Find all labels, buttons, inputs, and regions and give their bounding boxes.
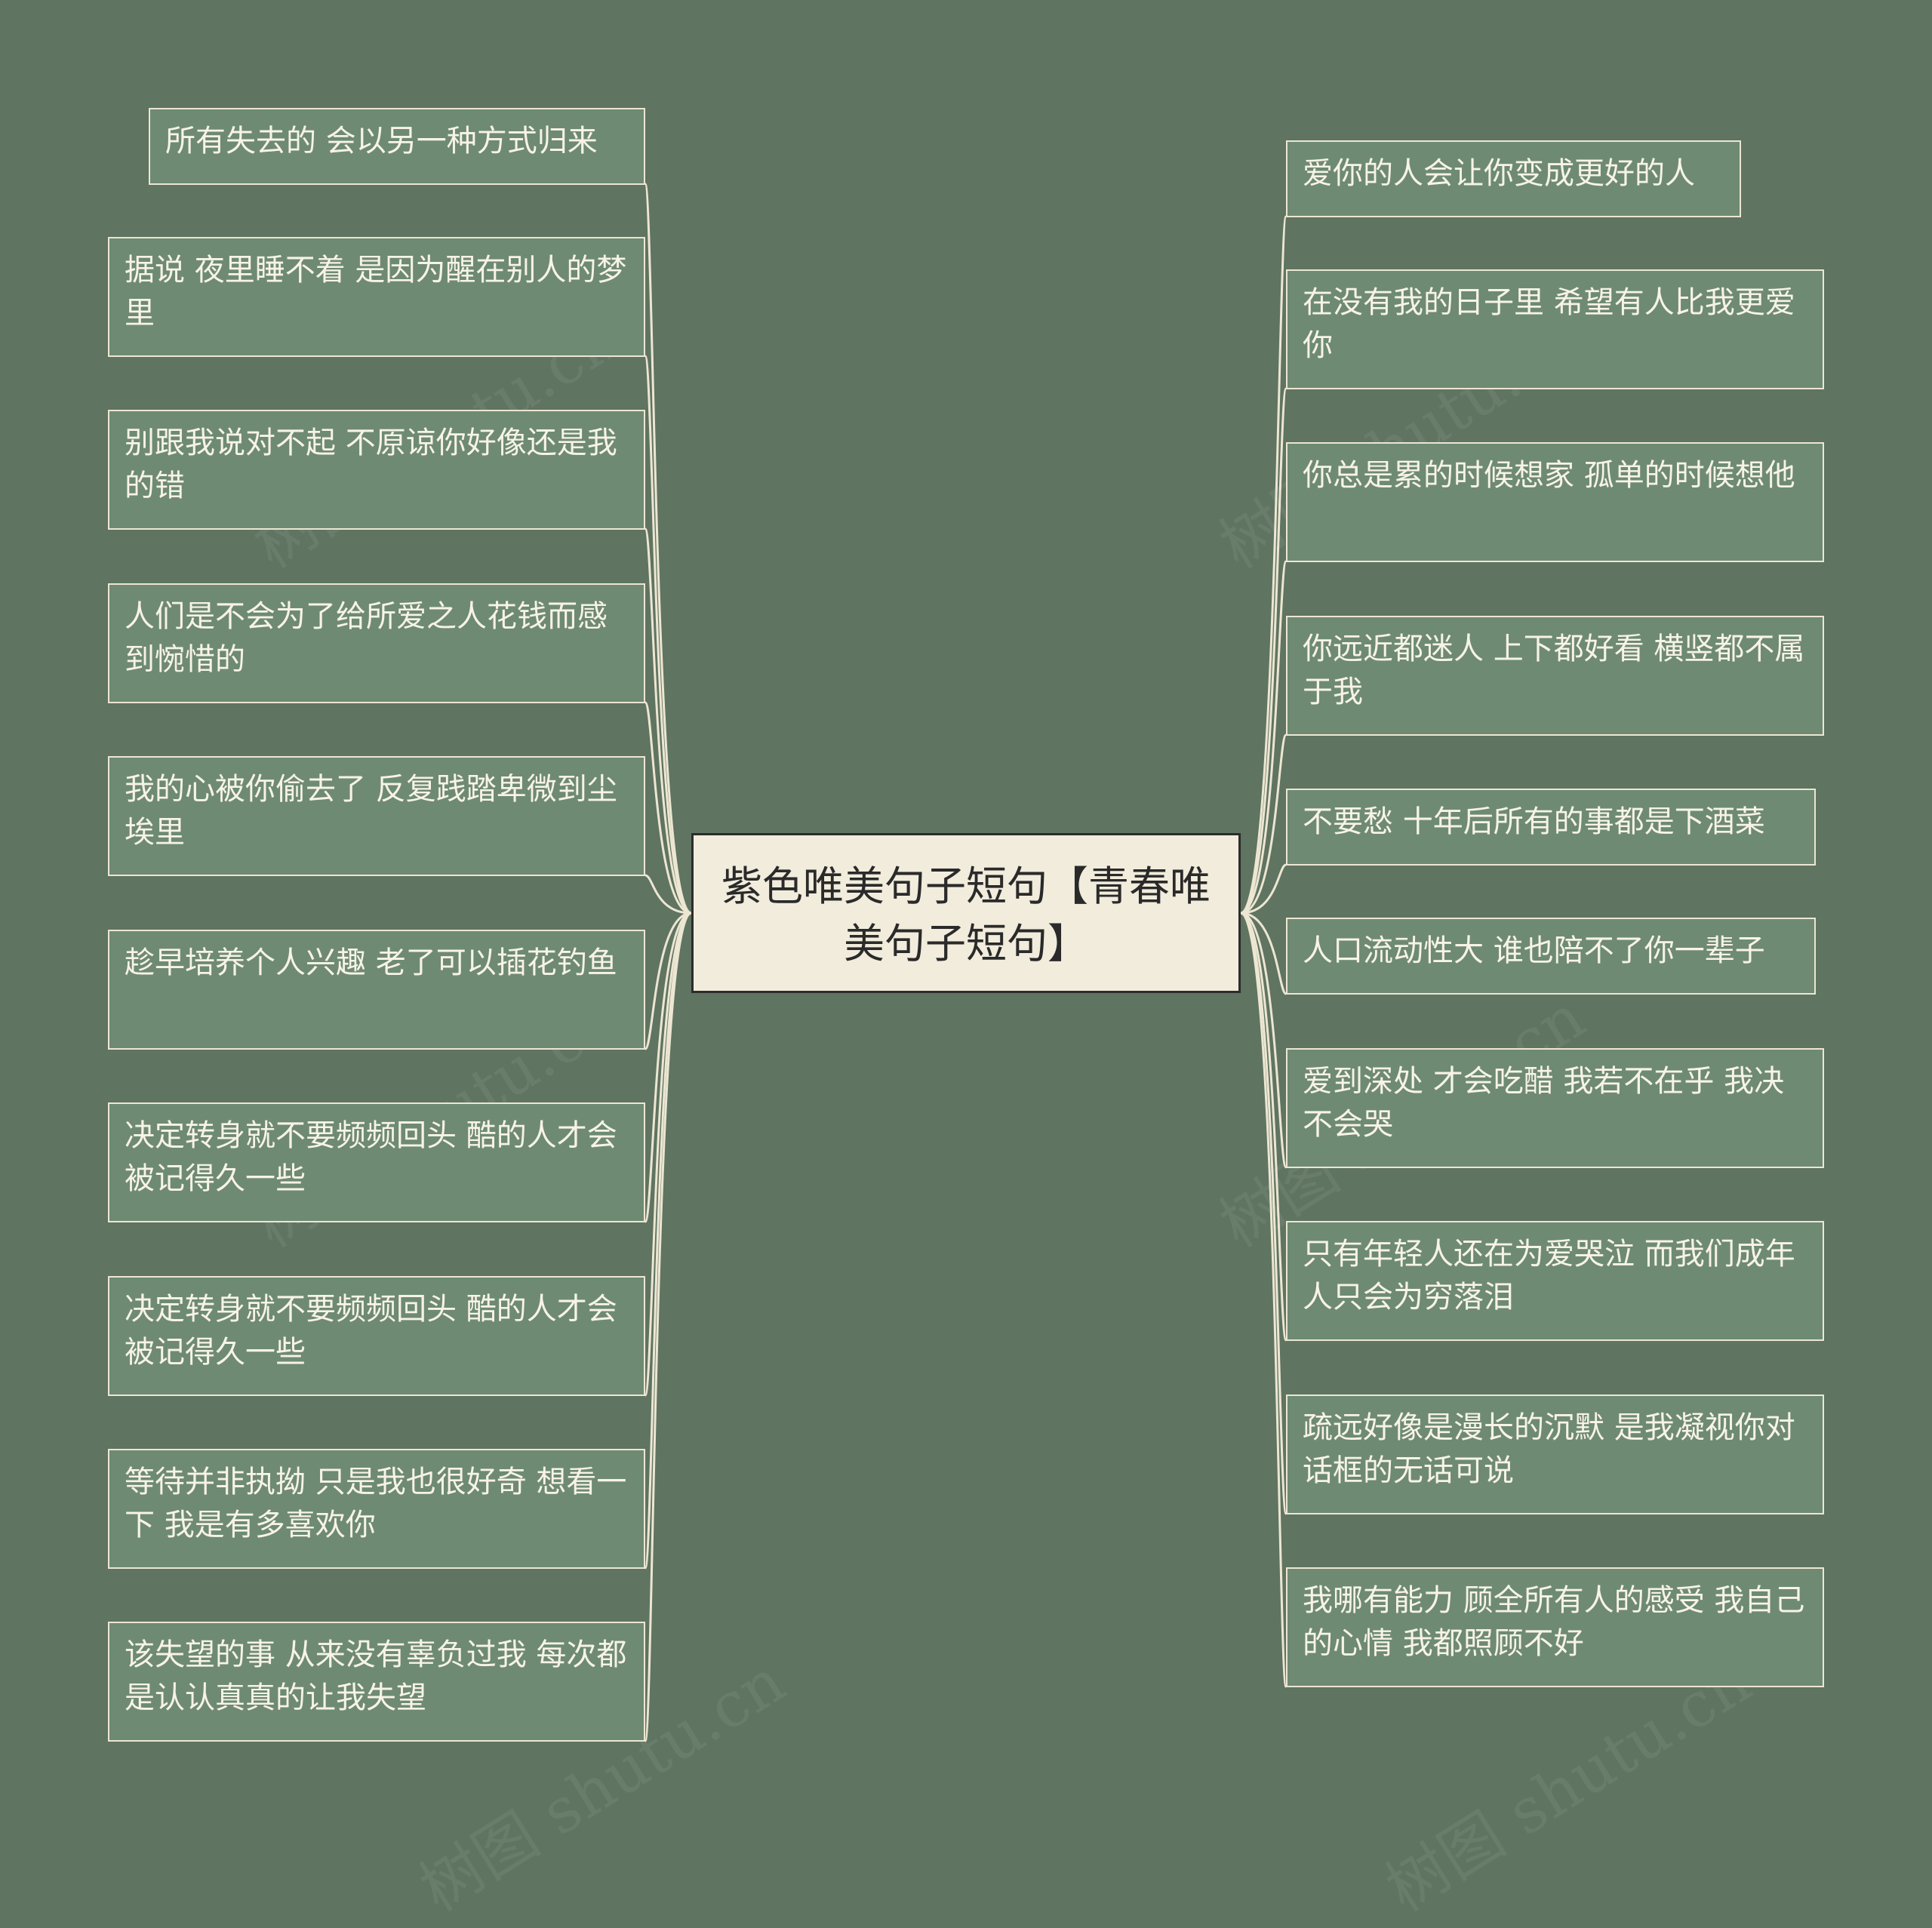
connector-line xyxy=(1240,215,1287,915)
branch-node-right[interactable]: 你总是累的时候想家 孤单的时候想他 xyxy=(1286,442,1824,562)
connector-line xyxy=(1240,912,1287,1342)
connector-line xyxy=(644,912,692,1570)
branch-node-right[interactable]: 我哪有能力 顾全所有人的感受 我自己的心情 我都照顾不好 xyxy=(1286,1567,1824,1687)
branch-node-right[interactable]: 只有年轻人还在为爱哭泣 而我们成年人只会为穷落泪 xyxy=(1286,1221,1824,1341)
connector-line xyxy=(644,527,692,915)
branch-node-right[interactable]: 爱到深处 才会吃醋 我若不在乎 我决不会哭 xyxy=(1286,1048,1824,1168)
connector-line xyxy=(1240,387,1287,915)
connector-line xyxy=(644,701,692,915)
connector-line xyxy=(1240,560,1287,915)
branch-node-left[interactable]: 趁早培养个人兴趣 老了可以插花钓鱼 xyxy=(108,930,645,1050)
central-topic[interactable]: 紫色唯美句子短句【青春唯美句子短句】 xyxy=(691,833,1241,993)
branch-node-right[interactable]: 人口流动性大 谁也陪不了你一辈子 xyxy=(1286,918,1816,995)
connector-line xyxy=(1240,863,1287,915)
branch-node-left[interactable]: 据说 夜里睡不着 是因为醒在别人的梦里 xyxy=(108,237,645,357)
mindmap-canvas: 树图 shutu.cn 树图 shutu.cn 树图 shutu.cn 树图 s… xyxy=(108,108,1824,1926)
connector-line xyxy=(644,912,692,1397)
branch-node-left[interactable]: 等待并非执拗 只是我也很好奇 想看一下 我是有多喜欢你 xyxy=(108,1449,645,1569)
connector-line xyxy=(644,912,692,1223)
branch-node-left[interactable]: 该失望的事 从来没有辜负过我 每次都是认认真真的让我失望 xyxy=(108,1622,645,1742)
branch-node-right[interactable]: 疏远好像是漫长的沉默 是我凝视你对话框的无话可说 xyxy=(1286,1394,1824,1514)
connector-line xyxy=(644,912,692,1050)
branch-node-left[interactable]: 别跟我说对不起 不原谅你好像还是我的错 xyxy=(108,410,645,530)
branch-node-left[interactable]: 决定转身就不要频频回头 酷的人才会被记得久一些 xyxy=(108,1276,645,1396)
connector-line xyxy=(1240,912,1287,1688)
connector-line xyxy=(1240,912,1287,1515)
connector-line xyxy=(1240,912,1287,995)
branch-node-right[interactable]: 爱你的人会让你变成更好的人 xyxy=(1286,140,1741,217)
branch-node-right[interactable]: 不要愁 十年后所有的事都是下酒菜 xyxy=(1286,789,1816,866)
branch-node-left[interactable]: 决定转身就不要频频回头 酷的人才会被记得久一些 xyxy=(108,1102,645,1222)
connector-line xyxy=(644,355,692,915)
branch-node-left[interactable]: 人们是不会为了给所爱之人花钱而感到惋惜的 xyxy=(108,583,645,703)
branch-node-left[interactable]: 我的心被你偷去了 反复践踏卑微到尘埃里 xyxy=(108,756,645,876)
connector-lines xyxy=(644,183,1287,1742)
branch-node-right[interactable]: 在没有我的日子里 希望有人比我更爱你 xyxy=(1286,269,1824,389)
connector-line xyxy=(1240,912,1287,1169)
connector-line xyxy=(644,183,692,915)
connector-line xyxy=(644,912,692,1742)
branch-node-right[interactable]: 你远近都迷人 上下都好看 横竖都不属于我 xyxy=(1286,616,1824,736)
connector-line xyxy=(645,874,692,915)
branch-node-left[interactable]: 所有失去的 会以另一种方式归来 xyxy=(149,108,645,185)
connector-line xyxy=(1240,733,1287,915)
